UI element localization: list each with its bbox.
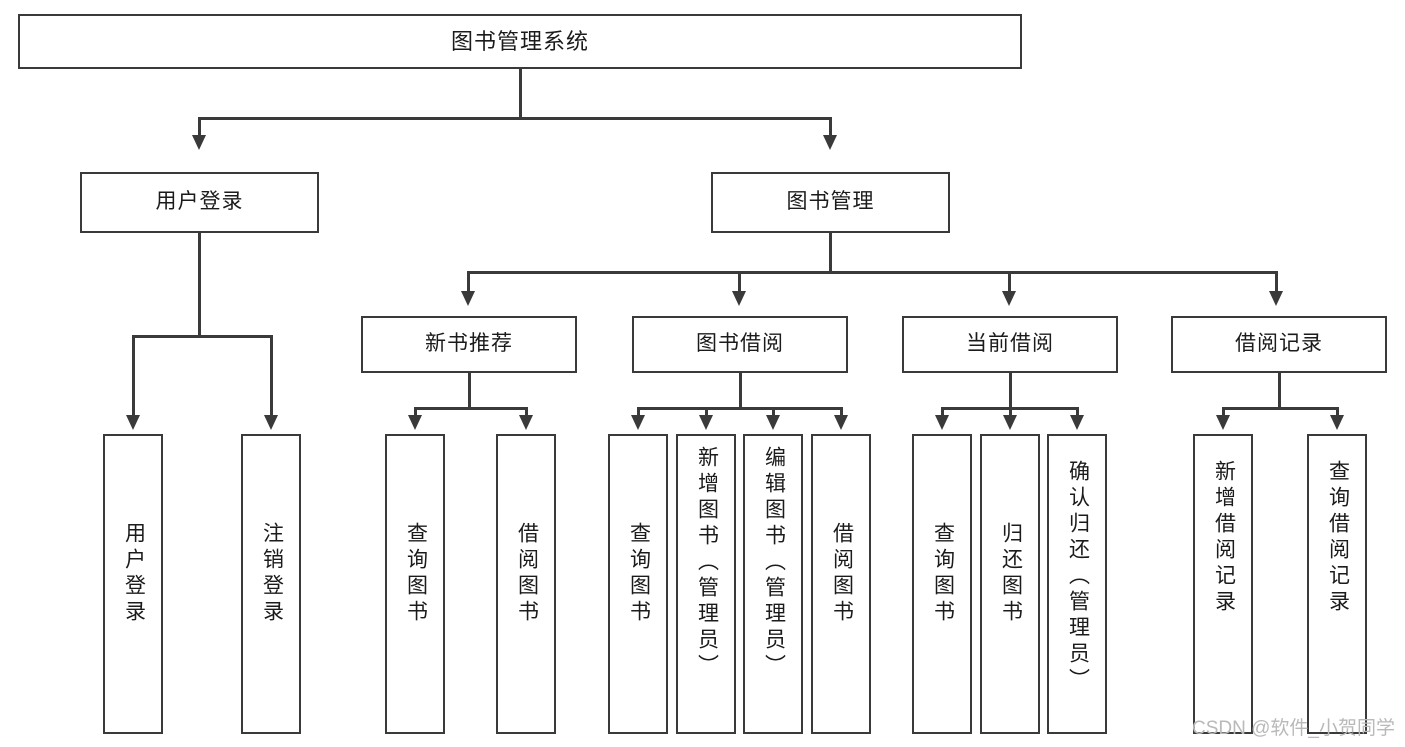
leaf-br-add-record[interactable]: 新增借阅记录 <box>1193 434 1253 734</box>
arrowhead-to-leaf-logout <box>264 415 278 430</box>
leaf-nbr-query-book[interactable]: 查询图书 <box>385 434 445 734</box>
connector-user-login-bus <box>132 335 272 338</box>
node-root-book-management-system[interactable]: 图书管理系统 <box>18 14 1022 69</box>
connector-br-drop-1 <box>1222 407 1225 419</box>
leaf-label: 新增图书（管理员） <box>695 446 719 680</box>
arrowhead-to-book-management <box>823 135 837 150</box>
node-label: 图书管理 <box>786 190 875 214</box>
connector-bm-drop-3 <box>1008 271 1011 295</box>
connector-root-bus <box>198 117 831 120</box>
leaf-label: 借阅图书 <box>515 522 539 626</box>
leaf-bb-edit-book-admin[interactable]: 编辑图书（管理员） <box>743 434 803 734</box>
connector-nbr-bus <box>414 407 528 410</box>
connector-user-login-stem <box>198 233 201 337</box>
connector-bb-stem <box>739 373 742 409</box>
arrowhead-to-borrow-record <box>1269 291 1283 306</box>
connector-bb-drop-1 <box>637 407 640 419</box>
node-label: 当前借阅 <box>966 332 1054 356</box>
arrowhead-nbr-leaf-2 <box>519 415 533 430</box>
leaf-label: 用户登录 <box>122 522 146 626</box>
arrowhead-to-new-book-recommend <box>461 291 475 306</box>
arrowhead-to-leaf-user-login <box>126 415 140 430</box>
connector-br-drop-2 <box>1336 407 1339 419</box>
connector-root-drop-left <box>198 117 201 139</box>
node-label: 图书管理系统 <box>450 28 589 54</box>
connector-bb-drop-2 <box>705 407 708 419</box>
leaf-bb-borrow-book[interactable]: 借阅图书 <box>811 434 871 734</box>
arrowhead-bb-leaf-1 <box>631 415 645 430</box>
leaf-label: 确认归还（管理员） <box>1066 460 1090 694</box>
connector-bb-bus <box>637 407 842 410</box>
leaf-bb-add-book-admin[interactable]: 新增图书（管理员） <box>676 434 736 734</box>
leaf-bb-query-book[interactable]: 查询图书 <box>608 434 668 734</box>
connector-bm-drop-1 <box>467 271 470 295</box>
leaf-cb-query-book[interactable]: 查询图书 <box>912 434 972 734</box>
node-borrow-record[interactable]: 借阅记录 <box>1171 316 1387 373</box>
leaf-label: 注销登录 <box>260 522 284 626</box>
connector-user-login-drop-2 <box>270 335 273 419</box>
connector-book-management-bus <box>467 271 1277 274</box>
node-current-borrow[interactable]: 当前借阅 <box>902 316 1118 373</box>
connector-cb-drop-3 <box>1076 407 1079 419</box>
connector-br-bus <box>1222 407 1339 410</box>
leaf-cb-confirm-return-admin[interactable]: 确认归还（管理员） <box>1047 434 1107 734</box>
connector-root-drop-right <box>829 117 832 139</box>
leaf-cb-return-book[interactable]: 归还图书 <box>980 434 1040 734</box>
connector-nbr-drop-2 <box>525 407 528 419</box>
connector-bm-drop-2 <box>738 271 741 295</box>
leaf-label: 新增借阅记录 <box>1212 460 1236 616</box>
arrowhead-to-book-borrow <box>732 291 746 306</box>
leaf-nbr-borrow-book[interactable]: 借阅图书 <box>496 434 556 734</box>
connector-nbr-stem <box>468 373 471 409</box>
arrowhead-bb-leaf-2 <box>699 415 713 430</box>
node-book-management[interactable]: 图书管理 <box>711 172 950 233</box>
arrowhead-to-current-borrow <box>1002 291 1016 306</box>
arrowhead-to-user-login <box>192 135 206 150</box>
leaf-logout[interactable]: 注销登录 <box>241 434 301 734</box>
arrowhead-cb-leaf-2 <box>1003 415 1017 430</box>
node-book-borrow[interactable]: 图书借阅 <box>632 316 848 373</box>
connector-bb-drop-3 <box>772 407 775 419</box>
connector-br-stem <box>1278 373 1281 409</box>
arrowhead-bb-leaf-3 <box>766 415 780 430</box>
node-new-book-recommend[interactable]: 新书推荐 <box>361 316 577 373</box>
connector-book-management-stem <box>829 233 832 273</box>
leaf-label: 编辑图书（管理员） <box>762 446 786 680</box>
arrowhead-cb-leaf-3 <box>1070 415 1084 430</box>
leaf-label: 借阅图书 <box>830 522 854 626</box>
leaf-user-login[interactable]: 用户登录 <box>103 434 163 734</box>
node-label: 用户登录 <box>155 190 244 214</box>
connector-bm-drop-4 <box>1275 271 1278 295</box>
connector-user-login-drop-1 <box>132 335 135 419</box>
connector-cb-drop-2 <box>1009 407 1012 419</box>
leaf-label: 查询图书 <box>627 522 651 626</box>
arrowhead-br-leaf-1 <box>1216 415 1230 430</box>
leaf-label: 查询借阅记录 <box>1326 460 1350 616</box>
leaf-label: 查询图书 <box>404 522 428 626</box>
connector-root-stem <box>519 69 522 118</box>
connector-bb-drop-4 <box>840 407 843 419</box>
node-label: 图书借阅 <box>696 332 784 356</box>
arrowhead-bb-leaf-4 <box>834 415 848 430</box>
connector-nbr-drop-1 <box>414 407 417 419</box>
leaf-br-query-record[interactable]: 查询借阅记录 <box>1307 434 1367 734</box>
arrowhead-br-leaf-2 <box>1330 415 1344 430</box>
node-user-login[interactable]: 用户登录 <box>80 172 319 233</box>
leaf-label: 归还图书 <box>999 522 1023 626</box>
leaf-label: 查询图书 <box>931 522 955 626</box>
node-label: 借阅记录 <box>1235 332 1323 356</box>
connector-cb-stem <box>1009 373 1012 409</box>
connector-cb-drop-1 <box>941 407 944 419</box>
node-label: 新书推荐 <box>425 332 513 356</box>
arrowhead-cb-leaf-1 <box>935 415 949 430</box>
arrowhead-nbr-leaf-1 <box>408 415 422 430</box>
